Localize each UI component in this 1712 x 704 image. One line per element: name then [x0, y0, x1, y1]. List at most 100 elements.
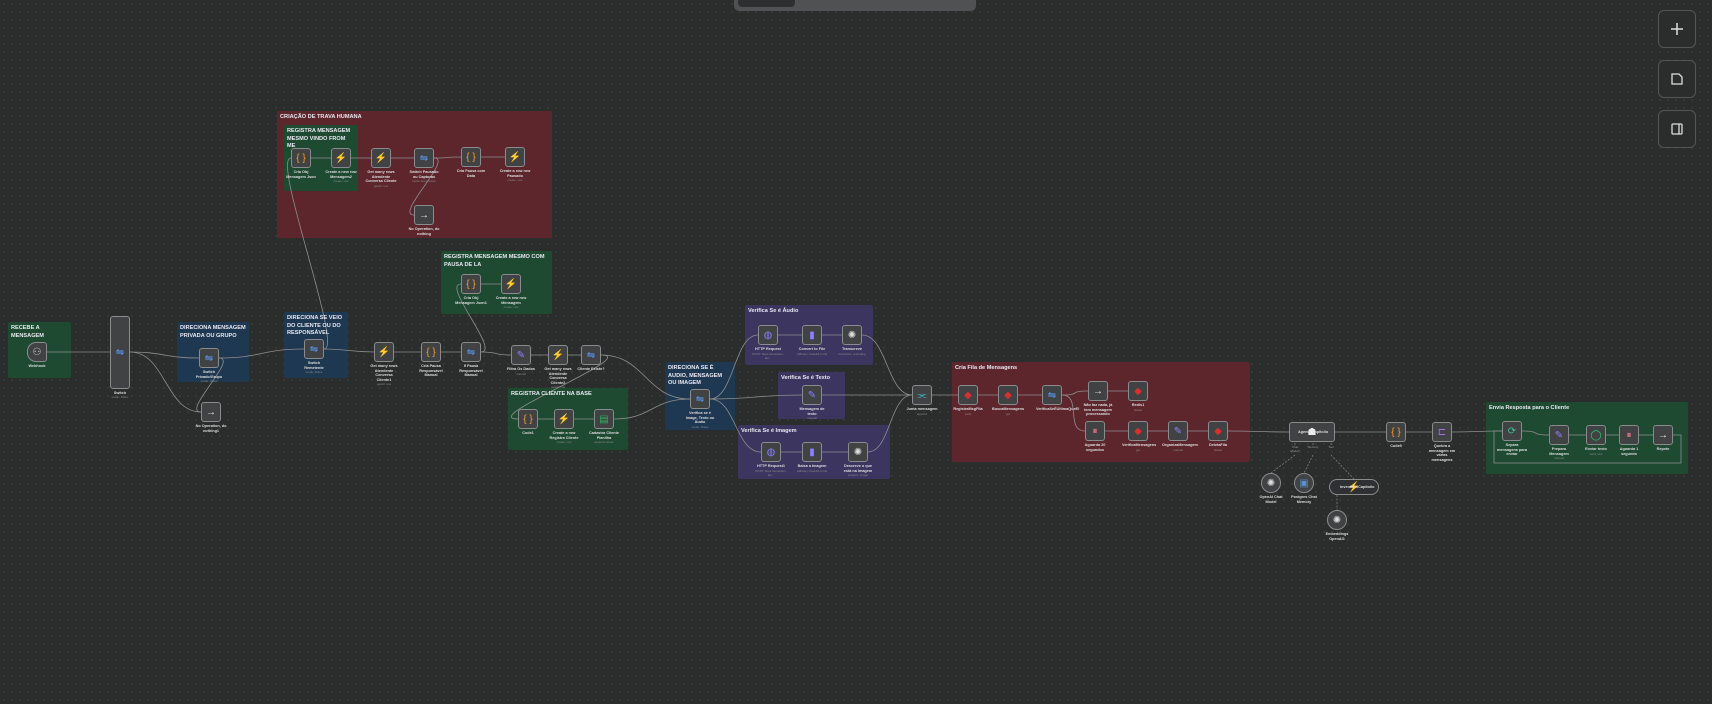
- node-get_atend1[interactable]: ⚡: [374, 342, 394, 362]
- node-nao_faz[interactable]: →: [1088, 381, 1108, 401]
- node-sw_pausa[interactable]: ⇋: [414, 148, 434, 168]
- node-cria_pausa[interactable]: { }: [461, 147, 481, 167]
- node-subtitle: delete: [1213, 447, 1223, 452]
- node-separa[interactable]: ⟳: [1502, 421, 1522, 441]
- connection[interactable]: [1227, 430, 1290, 433]
- node-busca_msgs[interactable]: ◆: [998, 385, 1018, 405]
- connection[interactable]: [867, 394, 913, 453]
- node-openai_model[interactable]: ✺: [1261, 473, 1281, 493]
- toggle-panel-button[interactable]: [1658, 110, 1696, 148]
- node-cliente_existe[interactable]: ⇋: [581, 345, 601, 365]
- connection[interactable]: [433, 156, 462, 159]
- node-http1[interactable]: ◍: [758, 325, 778, 345]
- node-planilha[interactable]: ▤: [594, 409, 614, 429]
- connection[interactable]: [456, 283, 486, 353]
- connection[interactable]: [613, 398, 691, 420]
- connection[interactable]: [1061, 390, 1089, 396]
- node-name: VerificaMensagens: [1122, 443, 1157, 447]
- node-msg_texto[interactable]: ✎: [802, 385, 822, 405]
- node-repete[interactable]: →: [1653, 425, 1673, 445]
- code-icon: { }: [296, 152, 306, 164]
- connection[interactable]: [709, 394, 803, 400]
- node-label: Embeddings OpenAI1: [1321, 532, 1353, 541]
- node-code5[interactable]: { }: [1386, 422, 1406, 442]
- node-if_pausa[interactable]: ⇋: [461, 342, 481, 362]
- connection[interactable]: [129, 351, 202, 413]
- connection[interactable]: [709, 398, 762, 453]
- add-sticky-button[interactable]: [1658, 60, 1696, 98]
- node-aguarda1[interactable]: ⏸: [1619, 425, 1639, 445]
- node-row_msg2[interactable]: ⚡: [331, 148, 351, 168]
- connection[interactable]: [1521, 430, 1550, 436]
- sticky-g6[interactable]: [441, 251, 552, 314]
- connection[interactable]: [409, 157, 439, 216]
- node-name: Create a new row Mensagem2: [325, 170, 357, 179]
- node-code_json[interactable]: { }: [291, 148, 311, 168]
- node-noop2[interactable]: →: [414, 205, 434, 225]
- node-http2[interactable]: ◍: [761, 442, 781, 462]
- connection[interactable]: [861, 334, 913, 396]
- node-label: Cria Pausa Responsável Manual: [415, 364, 447, 378]
- node-switch[interactable]: ⇋: [110, 315, 130, 389]
- node-quebra[interactable]: ⊏: [1432, 422, 1452, 442]
- node-row_pausado[interactable]: ⚡: [505, 147, 525, 167]
- node-baixa_img[interactable]: ▮: [802, 442, 822, 462]
- node-subtitle: append: sheet: [594, 440, 614, 445]
- node-prepara[interactable]: ✎: [1549, 425, 1569, 445]
- connection[interactable]: [1061, 394, 1086, 432]
- connection[interactable]: [709, 334, 759, 400]
- node-code_json1[interactable]: { }: [461, 274, 481, 294]
- node-subtitle: get: [1135, 447, 1141, 452]
- node-verif_ultima[interactable]: ⇋: [1042, 385, 1062, 405]
- node-aguarda20[interactable]: ⏸: [1085, 421, 1105, 441]
- node-pg_memory[interactable]: ▣: [1294, 473, 1314, 493]
- node-get_atend[interactable]: ⚡: [371, 148, 391, 168]
- connection[interactable]: [323, 348, 375, 353]
- sticky-g12[interactable]: [952, 362, 1250, 462]
- node-name: HTTP Request1: [757, 464, 785, 468]
- node-webhook[interactable]: ⚇: [27, 342, 47, 362]
- node-subtitle: POST: https://evolution-api...: [755, 468, 787, 478]
- node-name: Prepara Mensagem: [1549, 447, 1569, 456]
- connection[interactable]: [480, 351, 512, 356]
- node-reg_fila[interactable]: ◆: [958, 385, 978, 405]
- node-redis1[interactable]: ◆: [1128, 381, 1148, 401]
- node-subtitle: mode: Rules: [111, 395, 129, 400]
- connection[interactable]: [287, 157, 328, 350]
- node-row_msg[interactable]: ⚡: [501, 274, 521, 294]
- connection[interactable]: [196, 357, 224, 413]
- noop-icon: →: [1093, 385, 1103, 397]
- node-agente[interactable]: ☗: [1289, 422, 1335, 442]
- node-swpg[interactable]: ⇋: [199, 348, 219, 368]
- code-icon: { }: [466, 278, 476, 290]
- connection[interactable]: [218, 348, 305, 359]
- node-subtitle: manual: [516, 371, 526, 376]
- node-noop1[interactable]: →: [201, 402, 221, 422]
- node-transcreve[interactable]: ✺: [842, 325, 862, 345]
- node-pausa_manual[interactable]: { }: [421, 342, 441, 362]
- node-descreve[interactable]: ✺: [848, 442, 868, 462]
- node-name: Cria Obj Mensagem Json: [286, 170, 316, 179]
- node-get_atend2[interactable]: ⚡: [548, 345, 568, 365]
- node-subtitle: delete: [1133, 407, 1143, 412]
- node-organiza[interactable]: ✎: [1168, 421, 1188, 441]
- node-verif_msgs[interactable]: ◆: [1128, 421, 1148, 441]
- node-label: InventárioCapitolio: [1340, 485, 1376, 490]
- connection[interactable]: [510, 354, 609, 420]
- top-toolbar-tab[interactable]: [738, 0, 795, 7]
- node-code1[interactable]: { }: [518, 409, 538, 429]
- connection[interactable]: [129, 351, 200, 359]
- node-filtra[interactable]: ✎: [511, 345, 531, 365]
- node-label: Aguarda 20 segundos: [1079, 443, 1111, 452]
- node-inventario[interactable]: ⚡: [1329, 479, 1379, 495]
- add-node-button[interactable]: [1658, 10, 1696, 48]
- node-swrem[interactable]: ⇋: [304, 339, 324, 359]
- node-enviar[interactable]: ◯: [1586, 425, 1606, 445]
- connection[interactable]: [600, 354, 691, 400]
- node-verifica_tipo[interactable]: ⇋: [690, 389, 710, 409]
- node-row_cliente[interactable]: ⚡: [554, 409, 574, 429]
- node-deleta[interactable]: ◆: [1208, 421, 1228, 441]
- node-convert[interactable]: ▮: [802, 325, 822, 345]
- node-junta[interactable]: ⫘: [912, 385, 932, 405]
- node-embeddings[interactable]: ✺: [1327, 510, 1347, 530]
